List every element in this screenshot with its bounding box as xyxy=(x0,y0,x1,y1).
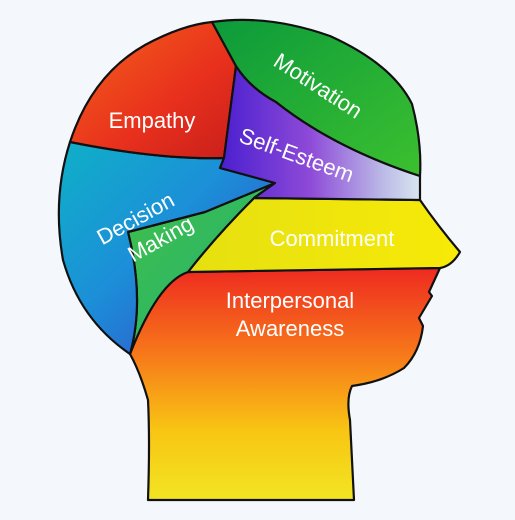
label-interpersonal-line1: Interpersonal xyxy=(226,288,354,313)
label-interpersonal-line2: Awareness xyxy=(236,316,344,341)
region-empathy xyxy=(68,20,238,160)
label-commitment: Commitment xyxy=(270,226,395,251)
region-motivation xyxy=(210,18,422,178)
label-empathy: Empathy xyxy=(109,108,196,133)
